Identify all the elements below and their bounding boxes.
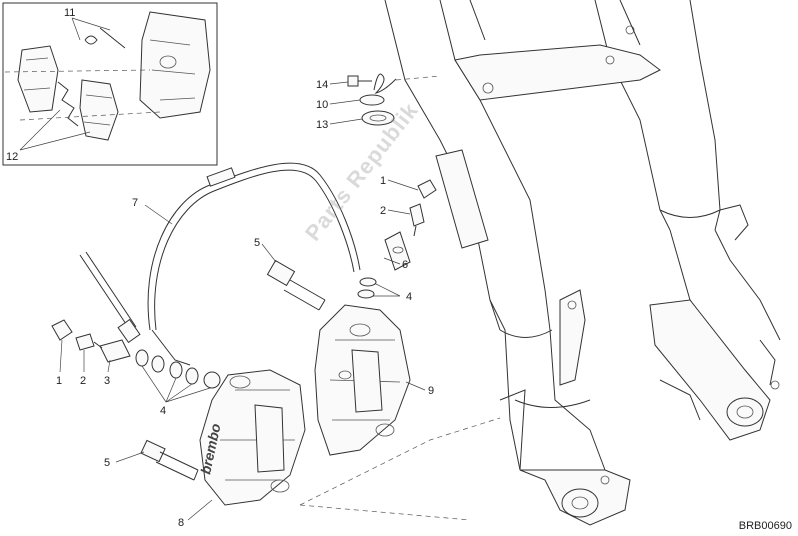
callout-5-lower: 5 xyxy=(104,457,110,469)
upper-mount-bolt: 5 xyxy=(254,237,326,311)
front-fork xyxy=(384,0,781,526)
callout-2-upper: 2 xyxy=(380,205,386,217)
caliper-left: brembo 8 xyxy=(178,369,306,529)
callout-9: 9 xyxy=(428,385,434,397)
callout-1-upper: 1 xyxy=(380,175,386,187)
callout-11: 11 xyxy=(64,7,75,19)
callout-3: 3 xyxy=(104,375,110,387)
lower-mount-bolt: 5 xyxy=(104,439,199,481)
lower-bleed-parts: 1 2 3 4 xyxy=(51,319,221,417)
callout-7: 7 xyxy=(132,197,138,209)
callout-13: 13 xyxy=(316,119,328,131)
callout-14: 14 xyxy=(316,79,328,91)
callout-5-upper: 5 xyxy=(254,237,260,249)
brake-hose: 7 xyxy=(79,162,361,366)
callout-6: 6 xyxy=(402,259,408,271)
clip-washer-parts: 14 10 13 xyxy=(316,73,441,131)
callout-12: 12 xyxy=(6,151,18,163)
drawing-code: BRB00690 xyxy=(738,520,792,532)
callout-4-upper: 4 xyxy=(406,291,412,303)
assembly-guides xyxy=(299,417,501,521)
inset-pads-detail: 11 12 xyxy=(2,2,218,166)
callout-2-lower: 2 xyxy=(80,375,86,387)
callout-8: 8 xyxy=(178,517,184,529)
upper-bleed-parts: 1 2 6 4 xyxy=(357,175,437,303)
callout-4-lower: 4 xyxy=(160,405,166,417)
callout-1-lower: 1 xyxy=(56,375,62,387)
caliper-right: 9 xyxy=(314,304,434,456)
callout-10: 10 xyxy=(316,99,328,111)
